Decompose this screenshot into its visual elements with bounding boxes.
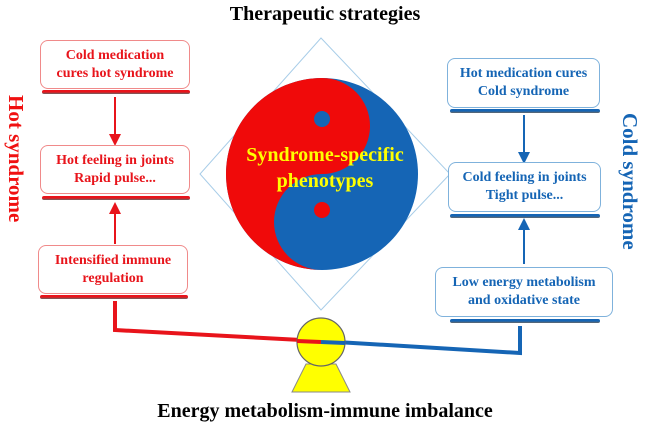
cold-beam — [319, 326, 522, 356]
hot-box-shadow — [40, 295, 188, 299]
bottom-title: Energy metabolism-immune imbalance — [157, 400, 493, 422]
hot-syndrome-label: Hot syndrome — [4, 95, 28, 223]
top-title: Therapeutic strategies — [229, 3, 421, 25]
cold-box-shadow — [450, 214, 600, 218]
center-label: Syndrome-specific phenotypes — [215, 142, 435, 194]
hot-beam — [113, 301, 321, 343]
yang-dot — [314, 111, 330, 127]
center-label-line2: phenotypes — [276, 170, 374, 192]
hot-box-shadow — [42, 90, 190, 94]
center-label-line1: Syndrome-specific — [246, 144, 404, 166]
yin-dot — [314, 202, 330, 218]
balance-fulcrum — [291, 317, 351, 393]
hot-box-shadow — [42, 196, 190, 200]
yin-half — [226, 78, 370, 270]
cold-box-shadow — [450, 109, 600, 113]
cold-box-shadow — [450, 319, 600, 323]
yin-yang-symbol — [226, 78, 418, 270]
cold-syndrome-label: Cold syndrome — [618, 113, 642, 250]
